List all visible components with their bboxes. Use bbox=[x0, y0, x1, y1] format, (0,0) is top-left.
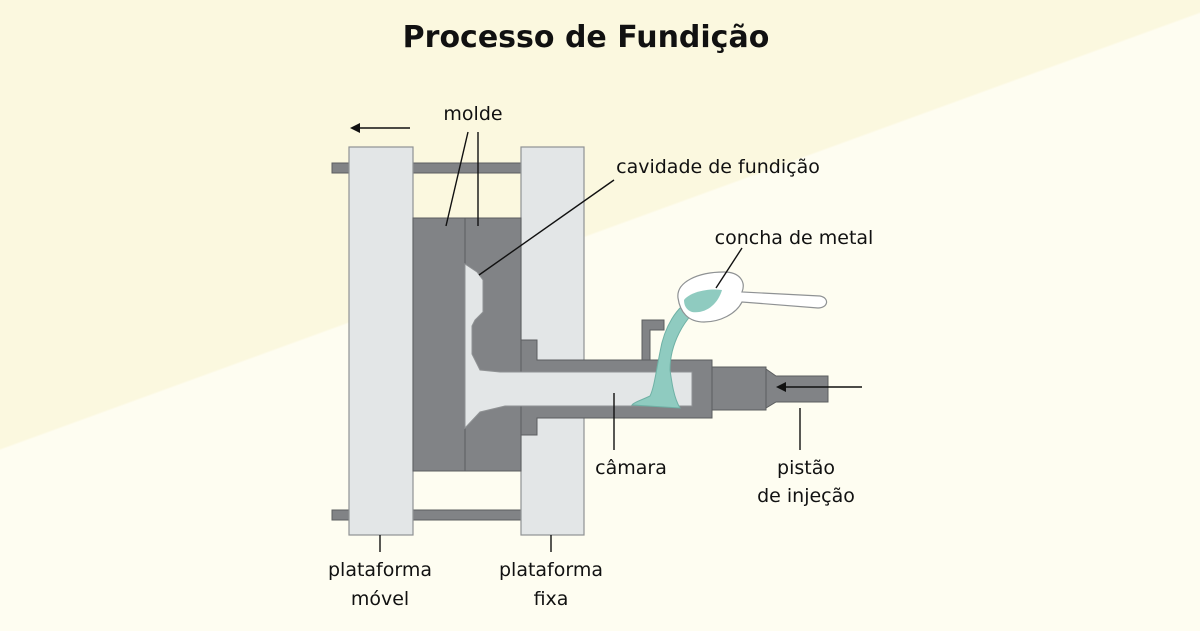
ladle-metal bbox=[684, 289, 722, 313]
mold-movable-half bbox=[412, 217, 466, 472]
label-cavidade: cavidade de fundição bbox=[616, 156, 820, 178]
piston-arrow-head-icon bbox=[776, 382, 786, 392]
label-plataforma-fixa-line1: plataforma bbox=[499, 559, 603, 581]
cavidade-leader bbox=[478, 179, 615, 276]
movable-platen bbox=[348, 146, 414, 536]
molten-metal-stream bbox=[631, 297, 710, 409]
label-pistao-line1: pistão bbox=[777, 457, 835, 479]
platen-arrow-head-icon bbox=[350, 123, 360, 133]
label-pistao-line2: de injeção bbox=[757, 485, 855, 507]
label-plataforma-movel-line1: plataforma bbox=[328, 559, 432, 581]
molde-leader-left bbox=[445, 131, 469, 227]
label-camara: câmara bbox=[595, 457, 667, 479]
piston-rod bbox=[765, 368, 829, 409]
page-title: Processo de Fundição bbox=[403, 20, 770, 55]
casting-cavity bbox=[464, 263, 693, 430]
concha-leader bbox=[715, 247, 743, 289]
label-plataforma-fixa-line2: fixa bbox=[534, 588, 569, 610]
piston-head bbox=[711, 366, 767, 411]
label-concha: concha de metal bbox=[715, 227, 874, 249]
label-molde: molde bbox=[443, 103, 502, 125]
mold-fixed-half bbox=[464, 217, 522, 472]
pouring-hole bbox=[641, 319, 665, 361]
metal-ladle bbox=[677, 271, 828, 323]
label-plataforma-movel-line2: móvel bbox=[351, 588, 409, 610]
